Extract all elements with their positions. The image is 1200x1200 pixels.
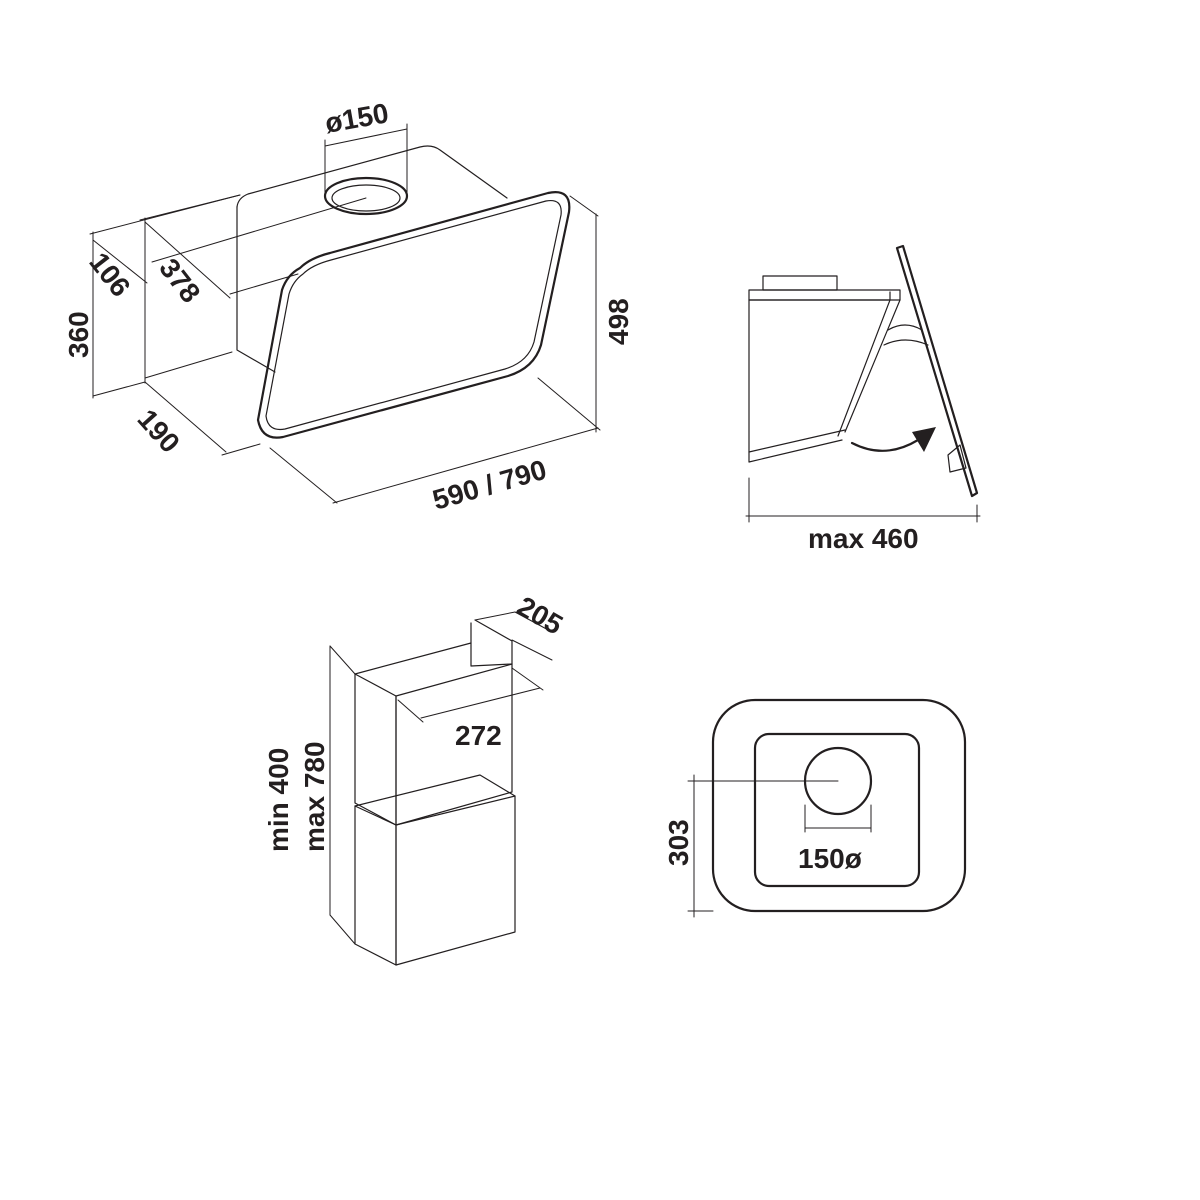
label-max-depth: max 460: [808, 523, 919, 554]
glass-panel-outer: [256, 191, 571, 439]
side-hood-view: [745, 244, 981, 523]
label-chimney-height-min: min 400: [263, 748, 294, 852]
chimney-upper-top: [354, 642, 513, 675]
main-hood-view: [89, 123, 601, 504]
label-height-total: 498: [603, 298, 634, 345]
duct-opening-inner: [331, 184, 401, 212]
chimney-upper-side: [354, 673, 397, 826]
side-bracket-curve: [883, 324, 929, 346]
chimney-lower-side: [354, 805, 397, 966]
top-outer-outline: [711, 698, 967, 913]
glass-panel-inner: [265, 199, 562, 431]
label-top-duct-offset: 303: [663, 819, 694, 866]
label-duct-diameter: ø150: [323, 97, 391, 139]
hood-body-outline: [236, 145, 508, 208]
label-depth-top: 106: [83, 247, 136, 303]
chimney-lower-front: [395, 795, 516, 966]
label-chimney-width: 272: [455, 720, 502, 751]
label-width: 590 / 790: [429, 454, 550, 516]
top-inner-outline: [753, 732, 921, 888]
label-top-duct-diameter: 150ø: [798, 843, 862, 874]
side-glass-foot: [947, 444, 967, 473]
label-chimney-depth: 205: [512, 590, 568, 640]
label-height-body: 360: [63, 311, 94, 358]
chimney-view: [329, 611, 553, 966]
label-depth-bottom: 190: [132, 403, 186, 458]
side-body-bottom-strip: [748, 429, 846, 453]
side-duct-block: [762, 275, 838, 291]
side-glass-panel: [895, 244, 979, 498]
side-body-left: [748, 299, 843, 463]
top-view: [687, 698, 967, 918]
label-chimney-height-max: max 780: [299, 741, 330, 852]
rotation-arrow-head: [912, 427, 936, 452]
side-bracket: [837, 299, 901, 437]
side-body-outline: [748, 289, 901, 301]
hood-body-left-edge: [236, 206, 276, 373]
label-depth-inner: 378: [153, 253, 206, 309]
side-body-top-strip: [748, 291, 891, 301]
chimney-upper-back: [470, 619, 513, 665]
rotation-arrow: [850, 438, 920, 452]
chimney-lower-top: [354, 774, 516, 807]
duct-opening: [323, 176, 409, 216]
